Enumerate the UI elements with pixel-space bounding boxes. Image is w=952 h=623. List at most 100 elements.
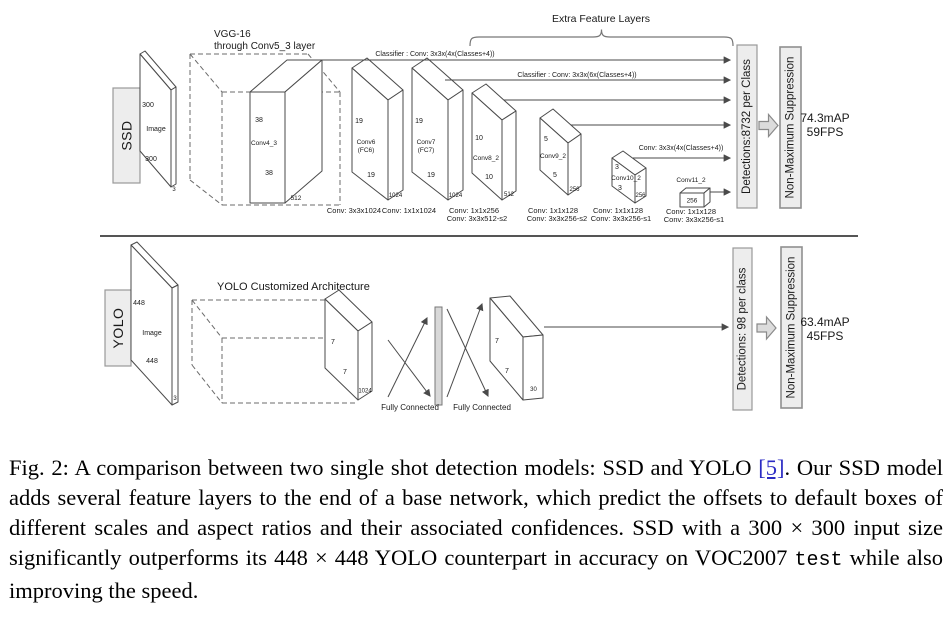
ssd-image-front-face — [139, 53, 172, 188]
op-label-6a: Conv: 1x1x128 — [666, 207, 716, 216]
conv9_2-w: 5 — [553, 172, 557, 179]
citation-link-5[interactable]: [5] — [758, 455, 785, 480]
conv11_2-name: Conv11_2 — [676, 177, 706, 184]
conv6-h: 19 — [355, 118, 363, 125]
paper-figure-page: SSD 300 Image 300 3 VGG-16 through Conv5… — [9, 13, 943, 606]
yolo-image-label: Image — [142, 330, 162, 337]
ssd-row: SSD 300 Image 300 3 VGG-16 through Conv5… — [112, 13, 850, 224]
classifier-label-3: Conv: 3x3x(4x(Classes+4)) — [639, 145, 724, 152]
ssd-result-fps: 59FPS — [807, 125, 844, 139]
ssd-detections-box — [736, 44, 758, 209]
conv10_2-front-face — [611, 157, 636, 204]
yolo-image-side-face — [171, 284, 179, 406]
ssd-image-width: 300 — [145, 156, 157, 163]
ssd-image-height: 300 — [142, 102, 154, 109]
extra-feature-layers-title: Extra Feature Layers — [552, 13, 650, 25]
conv-out-w: 7 — [505, 368, 509, 375]
ssd-conv10_2-box: 3 Conv10_2 3 256 — [611, 150, 647, 204]
ssd-image-channels: 3 — [172, 187, 176, 193]
op-label-5a: Conv: 1x1x128 — [593, 206, 643, 215]
conv6-alt: (FC6) — [358, 147, 375, 154]
conv-out-front-face — [489, 297, 524, 401]
fc2-arrow-up — [446, 302, 484, 398]
op-label-6b: Conv: 3x3x256-s1 — [664, 215, 724, 224]
yolo-detections-box — [732, 247, 753, 411]
yolo-conv-out-box: 7 7 30 — [489, 295, 544, 401]
conv8_2-front-face — [471, 92, 503, 201]
conv4_3-name: Conv4_3 — [251, 140, 277, 147]
vgg-title-line1: VGG-16 — [214, 29, 251, 40]
conv9_2-name: Conv9_2 — [540, 153, 566, 160]
conv7-name: Conv7 — [417, 139, 436, 146]
ssd-conv7-box: 19 Conv7 (FC7) 19 1024 — [411, 57, 464, 201]
vgg-title-line2: through Conv5_3 layer — [214, 41, 316, 52]
op-label-1: Conv: 3x3x1024 — [327, 206, 381, 215]
conv4_3-w: 38 — [265, 170, 273, 177]
yolo-detections-label: Detections: 98 per class — [737, 267, 749, 390]
conv11_2-front-face — [679, 192, 705, 208]
conv6-side-face — [387, 89, 404, 201]
ssd-block-arrow-icon — [758, 112, 779, 139]
conv4_3-h: 38 — [255, 117, 263, 124]
caption-segment-3: while also improving the speed. — [9, 545, 943, 603]
caption-segment-2: . Our SSD model adds several feature lay… — [9, 455, 943, 570]
ssd-detections-label: Detections:8732 per Class — [741, 59, 753, 194]
conv7-front-face — [411, 67, 449, 201]
conv-mid-front-face — [324, 298, 359, 401]
ssd-nms-box — [779, 46, 802, 209]
fc1-arrow-up — [387, 316, 428, 398]
conv6-c: 1024 — [389, 193, 403, 199]
fully-connected-label-1: Fully Connected — [381, 403, 439, 412]
conv-mid-h: 7 — [331, 339, 335, 346]
yolo-image-channels: 3 — [173, 396, 177, 402]
ssd-conv11_2-box: Conv11_2 256 — [676, 177, 711, 208]
op-label-4a: Conv: 1x1x128 — [528, 206, 578, 215]
conv7-alt: (FC7) — [418, 147, 435, 154]
ssd-row-label-box — [112, 87, 141, 184]
op-label-2: Conv: 1x1x1024 — [382, 206, 436, 215]
conv4_3-c: 512 — [291, 195, 302, 202]
figure-caption: Fig. 2: A comparison between two single … — [9, 453, 943, 606]
caption-segment-1: Fig. 2: A comparison between two single … — [9, 455, 759, 480]
yolo-block-arrow-icon — [756, 315, 777, 341]
conv-mid-w: 7 — [343, 369, 347, 376]
yolo-nms-box — [780, 246, 803, 409]
conv8_2-h: 10 — [475, 135, 483, 142]
caption-code-test: test — [794, 549, 843, 572]
yolo-nms-label: Non-Maximum Suppression — [786, 257, 798, 399]
conv8_2-w: 10 — [485, 174, 493, 181]
extra-feature-layers-brace — [469, 29, 734, 47]
ssd-image-side-face — [170, 86, 177, 188]
conv-out-c: 30 — [530, 387, 537, 393]
classifier-label-1: Classifier : Conv: 3x3x(4x(Classes+4)) — [375, 51, 494, 58]
conv4_3-front-face — [249, 91, 286, 204]
conv6-name: Conv6 — [357, 139, 376, 146]
op-label-4b: Conv: 3x3x256-s2 — [527, 214, 587, 223]
yolo-arch-title: YOLO Customized Architecture — [217, 281, 370, 293]
ssd-image-label: Image — [146, 126, 166, 133]
yolo-result-fps: 45FPS — [807, 329, 844, 343]
conv10_2-name: Conv10_2 — [611, 175, 641, 182]
yolo-row: YOLO 448 Image 448 3 YOLO Customized Arc… — [104, 241, 850, 412]
op-label-3b: Conv: 3x3x512-s2 — [447, 214, 507, 223]
ssd-conv6-box: 19 Conv6 (FC6) 19 1024 — [351, 57, 404, 201]
conv-mid-c: 1024 — [358, 389, 372, 395]
ssd-conv4_3-box: 38 Conv4_3 38 512 — [249, 59, 323, 204]
conv9_2-c: 256 — [569, 187, 580, 193]
conv7-h: 19 — [415, 118, 423, 125]
ssd-conv9_2-box: 5 Conv9_2 5 256 — [539, 108, 582, 196]
fc1-arrow-down — [387, 339, 431, 397]
classifier-label-2: Classifier : Conv: 3x3x(6x(Classes+4)) — [517, 72, 636, 79]
ssd-row-label: SSD — [119, 120, 135, 150]
yolo-conv-mid-box: 7 7 1024 — [324, 289, 373, 401]
fc2-arrow-down — [446, 308, 489, 398]
conv-out-h: 7 — [495, 338, 499, 345]
conv10_2-c: 256 — [635, 193, 646, 199]
conv7-w: 19 — [427, 172, 435, 179]
conv11_2-c: 256 — [687, 198, 698, 205]
conv8_2-c: 512 — [504, 192, 515, 198]
conv8_2-side-face — [501, 110, 517, 201]
conv10_2-w: 3 — [618, 185, 622, 192]
yolo-dashed-box — [191, 299, 356, 404]
fc-layer-bar — [434, 306, 443, 406]
